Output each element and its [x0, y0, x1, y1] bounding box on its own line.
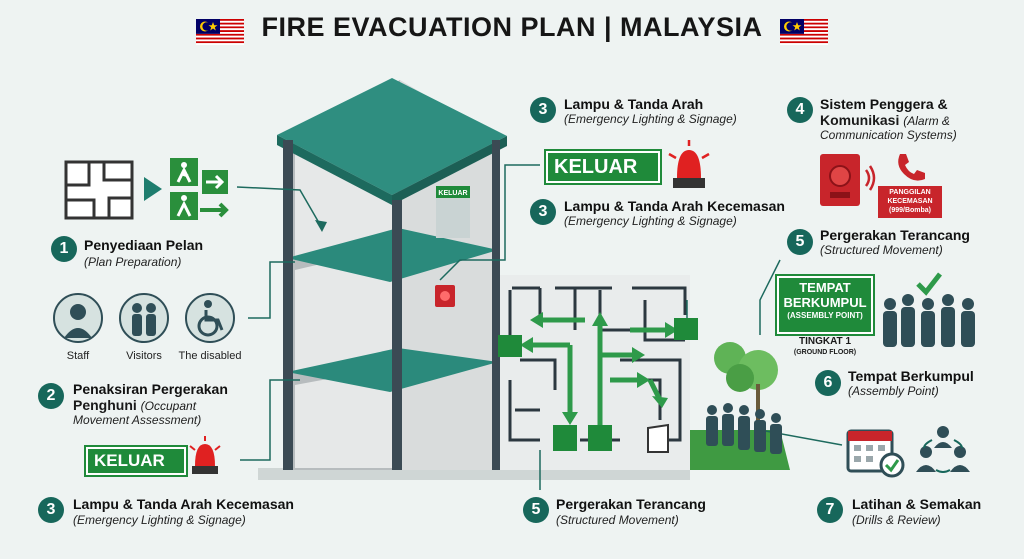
assembly-point-sign: TEMPAT BERKUMPUL (ASSEMBLY POINT): [775, 274, 875, 336]
step-label: Penaksiran Pergerakan: [73, 381, 228, 397]
beacon-icon: [189, 436, 221, 474]
exit-sign-icon: [553, 425, 577, 451]
wheelchair-icon: [185, 293, 235, 343]
step-label: Lampu & Tanda Arah Kecemasan: [73, 496, 294, 512]
step-sub: (Structured Movement): [556, 513, 679, 527]
keluar-text: KELUAR: [554, 156, 638, 178]
fire-alarm-icon: [820, 154, 876, 206]
beacon-icon: [668, 140, 710, 188]
malaysia-flag-icon: [780, 19, 828, 46]
step-sub: (Drills & Review): [852, 513, 941, 527]
roof: [277, 78, 507, 195]
step-sub: (Emergency Lighting & Signage): [564, 112, 737, 126]
exit-sign-icon: [498, 335, 522, 357]
step-label: Latihan & Semakan: [852, 496, 982, 512]
assembly-text: BERKUMPUL: [783, 295, 867, 310]
emergency-call-text: KECEMASAN: [887, 198, 933, 205]
floor-label: TINGKAT 1 (GROUND FLOOR): [778, 336, 872, 357]
exit-sign-icon: [674, 318, 698, 340]
assembly-text: (ASSEMBLY POINT): [787, 311, 863, 320]
team-icon: [916, 426, 970, 473]
step-label: Komunikasi: [820, 112, 900, 128]
emergency-call-label: PANGGILAN KECEMASAN (999/Bomba): [878, 186, 942, 218]
door-icon: [647, 423, 669, 453]
step-sub: (Assembly Point): [848, 384, 939, 398]
phone-icon: [898, 154, 925, 181]
step-number: 7: [817, 497, 843, 523]
connector-lines: [236, 164, 843, 490]
floor-text: (GROUND FLOOR): [793, 349, 857, 356]
step-label: Pergerakan Terancang: [556, 496, 706, 512]
step-label: Tempat Berkumpul: [848, 368, 974, 384]
assembly-text: TEMPAT: [799, 280, 851, 295]
floor-plan-icon: [64, 160, 134, 220]
emergency-call-text: (999/Bomba): [888, 207, 931, 214]
ground-slab: [258, 468, 690, 480]
step-number: 1: [51, 236, 77, 262]
step-label: Pergerakan Terancang: [820, 227, 970, 243]
occupant-label: Visitors: [126, 350, 162, 362]
exit-sign-small: [436, 186, 470, 198]
keluar-sign: KELUAR: [84, 445, 188, 477]
step-sub: (Structured Movement): [820, 243, 943, 257]
step-label: Lampu & Tanda Arah: [564, 96, 704, 112]
step-number: 2: [38, 383, 64, 409]
step-number: 3: [530, 97, 556, 123]
exit-sign-small-text: KELUAR: [438, 190, 467, 197]
staff-icon: [53, 293, 103, 343]
exit-sign-icon: [588, 425, 612, 451]
step-sub: (Alarm &: [903, 114, 950, 128]
emergency-call-text: PANGGILAN: [889, 189, 931, 196]
visitors-icon: [119, 293, 169, 343]
step-number: 6: [815, 370, 841, 396]
step-number: 5: [523, 497, 549, 523]
keluar-text: KELUAR: [94, 451, 165, 470]
step-label: Sistem Penggera &: [820, 96, 948, 112]
evacuation-arrows: [530, 317, 670, 430]
step-sub: (Emergency Lighting & Signage): [564, 214, 737, 228]
step-sub: (Plan Preparation): [84, 255, 182, 269]
people-group-icon: [883, 272, 975, 347]
step-sub: (Emergency Lighting & Signage): [73, 513, 246, 527]
occupant-label: The disabled: [178, 350, 242, 362]
arrow-right-icon: [144, 177, 162, 201]
step-number: 4: [787, 97, 813, 123]
occupant-label: Staff: [66, 350, 90, 362]
checkmark-icon: [916, 272, 942, 296]
step-sub: Communication Systems): [820, 128, 957, 142]
page-title: FIRE EVACUATION PLAN | MALAYSIA: [261, 12, 763, 42]
keluar-sign: KELUAR: [544, 149, 662, 185]
step-sub: (Occupant: [140, 399, 197, 413]
tree-icon: [706, 342, 782, 454]
step-number: 5: [787, 229, 813, 255]
step-label: Penghuni: [73, 397, 137, 413]
step-number: 3: [530, 199, 556, 225]
malaysia-flag-icon: [196, 19, 244, 46]
step-sub: Movement Assessment): [73, 413, 202, 427]
step-label: Penyediaan Pelan: [84, 237, 204, 253]
step-label: Lampu & Tanda Arah Kecemasan: [564, 198, 785, 214]
floor-text: TINGKAT 1: [798, 336, 852, 347]
exit-sign-icon: [170, 158, 229, 220]
step-number: 3: [38, 497, 64, 523]
calendar-icon: [846, 429, 905, 478]
floor-plan-area: [500, 275, 690, 470]
